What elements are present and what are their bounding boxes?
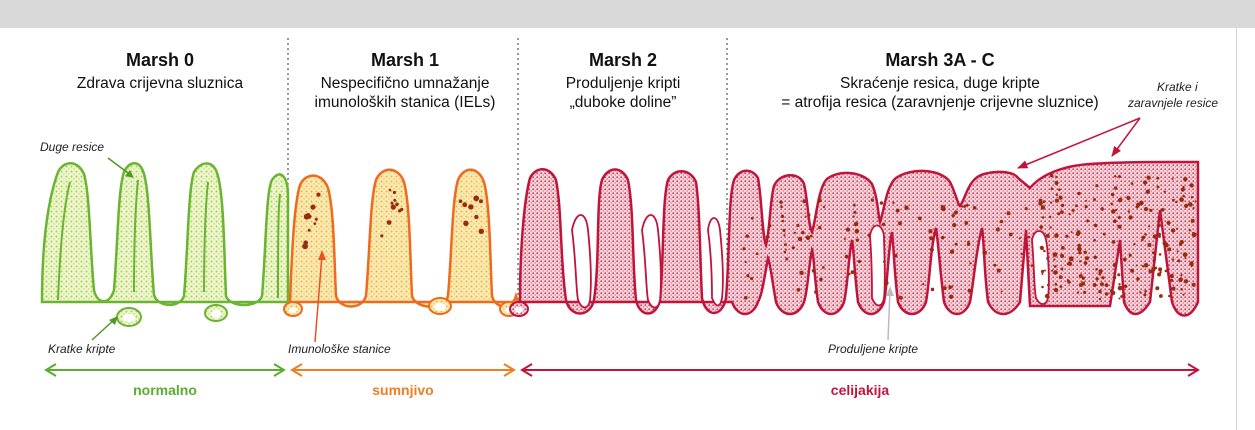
category-suspicious: sumnjivo [338,382,468,398]
category-normal: normalno [100,382,230,398]
stage-desc-marsh-2-line1: Produljenje kripti [522,74,724,93]
stage-title-marsh-3: Marsh 3A - C [740,50,1140,71]
label-long-villi: Duge resice [40,140,104,154]
stage-title-marsh-1: Marsh 1 [290,50,520,71]
range-suspicious [292,364,514,376]
range-celiac [522,364,1198,376]
stage-desc-marsh-2-line2: „duboke doline” [522,93,724,112]
arrow-elongated-crypts [888,290,890,340]
label-immune-cells: Imunološke stanice [288,342,391,356]
label-flat-villi-line1: Kratke i [1157,80,1198,94]
stage-desc-marsh-1-line2: imunoloških stanica (IELs) [290,93,520,112]
tissue-marsh-0 [42,163,288,326]
stage-desc-marsh-1-line1: Nespecifično umnažanje [290,74,520,93]
stage-desc-marsh-3-line2: = atrofija resica (zaravnjenje crijevne … [740,93,1140,112]
range-normal [46,364,284,376]
label-flat-villi-line2: zaravnjele resice [1128,96,1218,110]
stage-desc-marsh-0: Zdrava crijevna sluznica [60,74,260,93]
stage-title-marsh-0: Marsh 0 [60,50,260,71]
label-short-crypts: Kratke kripte [48,342,115,356]
category-celiac: celijakija [795,382,925,398]
stage-desc-marsh-3-line1: Skraćenje resica, duge kripte [740,74,1140,93]
label-elongated-crypts: Produljene kripte [828,342,918,356]
tissue-celiac [510,162,1198,316]
stage-title-marsh-2: Marsh 2 [522,50,724,71]
